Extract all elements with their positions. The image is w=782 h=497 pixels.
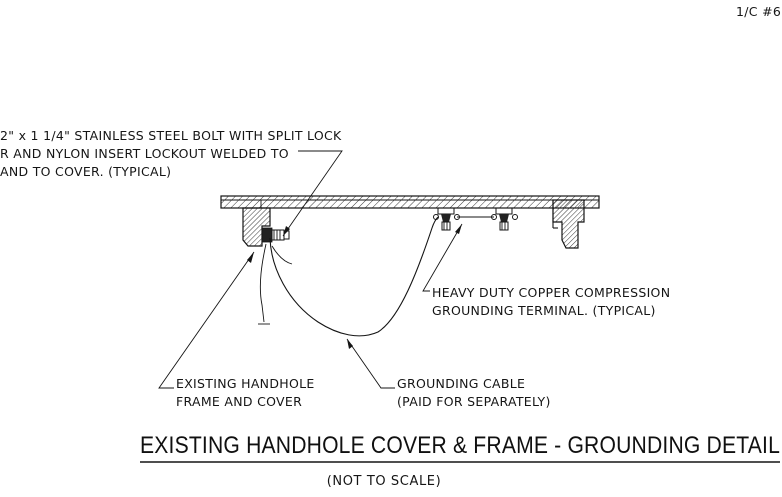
cable-note-line-1: GROUNDING CABLE bbox=[397, 376, 525, 391]
grounding-cable bbox=[258, 216, 439, 337]
corner-label: 1/C #6 bbox=[736, 4, 781, 19]
scale-note: (NOT TO SCALE) bbox=[327, 474, 442, 489]
terminal-leader bbox=[422, 223, 463, 292]
handhole-note: EXISTING HANDHOLE FRAME AND COVER bbox=[176, 376, 315, 409]
handhole-frame-right bbox=[552, 199, 585, 249]
bolt-note: 2" x 1 1/4" STAINLESS STEEL BOLT WITH SP… bbox=[0, 128, 342, 179]
cable-note: GROUNDING CABLE (PAID FOR SEPARATELY) bbox=[397, 376, 551, 409]
bolt-note-line-3: AND TO COVER. (TYPICAL) bbox=[0, 164, 171, 179]
terminal-icon-left bbox=[433, 207, 460, 231]
bolt-icon bbox=[261, 227, 290, 243]
terminal-note-line-1: HEAVY DUTY COPPER COMPRESSION bbox=[432, 285, 670, 300]
handhole-note-line-2: FRAME AND COVER bbox=[176, 394, 302, 409]
handhole-leader bbox=[158, 251, 255, 389]
cable-leader bbox=[346, 338, 395, 389]
handhole-cover bbox=[220, 195, 600, 209]
terminal-note: HEAVY DUTY COPPER COMPRESSION GROUNDING … bbox=[432, 285, 670, 318]
bolt-note-line-1: 2" x 1 1/4" STAINLESS STEEL BOLT WITH SP… bbox=[0, 128, 342, 143]
bolt-leader bbox=[282, 150, 343, 237]
bolt-note-line-2: R AND NYLON INSERT LOCKOUT WELDED TO bbox=[0, 146, 289, 161]
cable-note-line-2: (PAID FOR SEPARATELY) bbox=[397, 394, 551, 409]
terminal-icon-right bbox=[491, 207, 518, 231]
handhole-note-line-1: EXISTING HANDHOLE bbox=[176, 376, 315, 391]
terminal-note-line-2: GROUNDING TERMINAL. (TYPICAL) bbox=[432, 303, 656, 318]
detail-title: EXISTING HANDHOLE COVER & FRAME - GROUND… bbox=[140, 432, 780, 459]
